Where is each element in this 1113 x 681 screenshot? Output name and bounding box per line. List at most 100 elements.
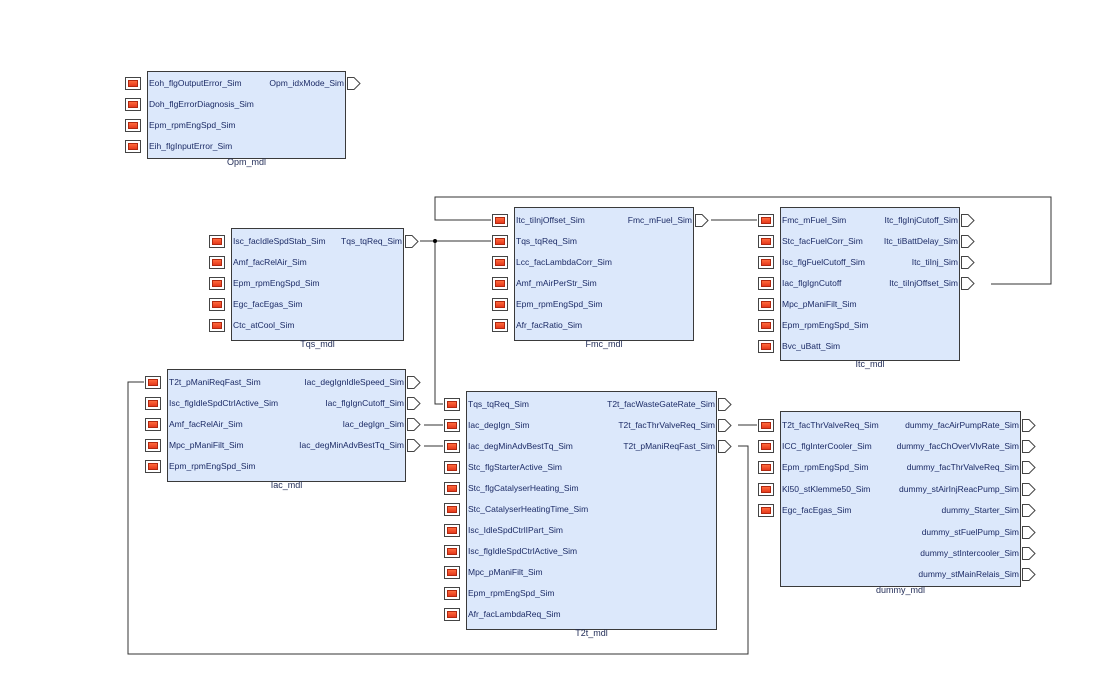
output-label-iac: Iac_degMinAdvBestTq_Sim	[299, 440, 404, 451]
input-label-t2t: Iac_degIgn_Sim	[468, 420, 529, 431]
outport-itc-2[interactable]	[961, 256, 975, 269]
inport-iac-2[interactable]	[145, 418, 161, 431]
inport-itc-3[interactable]	[758, 277, 774, 290]
inport-fmc-3[interactable]	[492, 277, 508, 290]
output-label-itc: Itc_flgInjCutoff_Sim	[884, 215, 958, 226]
inport-t2t-5[interactable]	[444, 503, 460, 516]
input-label-iac: Epm_rpmEngSpd_Sim	[169, 461, 255, 472]
output-label-t2t: T2t_pManiReqFast_Sim	[623, 441, 715, 452]
outport-itc-0[interactable]	[961, 214, 975, 227]
inport-fmc-4[interactable]	[492, 298, 508, 311]
input-label-t2t: Iac_degMinAdvBestTq_Sim	[468, 441, 573, 452]
outport-tqs-0[interactable]	[405, 235, 419, 248]
input-label-tqs: Ctc_atCool_Sim	[233, 320, 294, 331]
input-label-itc: Fmc_mFuel_Sim	[782, 215, 846, 226]
outport-dummy-4[interactable]	[1022, 504, 1036, 517]
outport-t2t-0[interactable]	[718, 398, 732, 411]
inport-t2t-9[interactable]	[444, 587, 460, 600]
inport-fmc-1[interactable]	[492, 235, 508, 248]
inport-itc-5[interactable]	[758, 319, 774, 332]
block-dummy[interactable]	[780, 411, 1021, 587]
outport-dummy-3[interactable]	[1022, 483, 1036, 496]
inport-iac-1[interactable]	[145, 397, 161, 410]
input-label-opm: Doh_flgErrorDiagnosis_Sim	[149, 99, 254, 110]
inport-t2t-6[interactable]	[444, 524, 460, 537]
inport-iac-3[interactable]	[145, 439, 161, 452]
output-label-iac: Iac_flgIgnCutoff_Sim	[325, 398, 404, 409]
inport-tqs-0[interactable]	[209, 235, 225, 248]
input-label-itc: Stc_facFuelCorr_Sim	[782, 236, 863, 247]
inport-t2t-4[interactable]	[444, 482, 460, 495]
outport-fmc-0[interactable]	[695, 214, 709, 227]
output-label-dummy: dummy_facChOverVlvRate_Sim	[897, 441, 1019, 452]
block-label-t2t: T2t_mdl	[466, 628, 717, 638]
block-label-fmc: Fmc_mdl	[514, 339, 694, 349]
input-label-t2t: Stc_CatalyserHeatingTime_Sim	[468, 504, 588, 515]
outport-dummy-7[interactable]	[1022, 568, 1036, 581]
input-label-iac: Isc_flgIdleSpdCtrlActive_Sim	[169, 398, 278, 409]
inport-tqs-2[interactable]	[209, 277, 225, 290]
inport-iac-0[interactable]	[145, 376, 161, 389]
inport-dummy-0[interactable]	[758, 419, 774, 432]
inport-t2t-0[interactable]	[444, 398, 460, 411]
inport-tqs-1[interactable]	[209, 256, 225, 269]
outport-iac-2[interactable]	[407, 418, 421, 431]
output-label-opm: Opm_idxMode_Sim	[269, 78, 344, 89]
input-label-t2t: Isc_flgIdleSpdCtrlActive_Sim	[468, 546, 577, 557]
inport-tqs-4[interactable]	[209, 319, 225, 332]
inport-t2t-3[interactable]	[444, 461, 460, 474]
output-label-iac: Iac_degIgn_Sim	[343, 419, 404, 430]
input-label-opm: Eih_flgInputError_Sim	[149, 141, 232, 152]
output-label-dummy: dummy_facThrValveReq_Sim	[907, 462, 1019, 473]
inport-tqs-3[interactable]	[209, 298, 225, 311]
inport-itc-1[interactable]	[758, 235, 774, 248]
inport-dummy-1[interactable]	[758, 440, 774, 453]
inport-t2t-7[interactable]	[444, 545, 460, 558]
inport-itc-6[interactable]	[758, 340, 774, 353]
outport-t2t-1[interactable]	[718, 419, 732, 432]
inport-t2t-10[interactable]	[444, 608, 460, 621]
inport-dummy-2[interactable]	[758, 461, 774, 474]
outport-iac-0[interactable]	[407, 376, 421, 389]
wire-junction-dot	[433, 239, 437, 243]
outport-itc-1[interactable]	[961, 235, 975, 248]
inport-opm-1[interactable]	[125, 98, 141, 111]
output-label-t2t: T2t_facThrValveReq_Sim	[618, 420, 715, 431]
input-label-tqs: Epm_rpmEngSpd_Sim	[233, 278, 319, 289]
input-label-t2t: Stc_flgCatalyserHeating_Sim	[468, 483, 579, 494]
outport-itc-3[interactable]	[961, 277, 975, 290]
output-label-t2t: T2t_facWasteGateRate_Sim	[607, 399, 715, 410]
inport-dummy-4[interactable]	[758, 504, 774, 517]
inport-itc-2[interactable]	[758, 256, 774, 269]
input-label-fmc: Tqs_tqReq_Sim	[516, 236, 577, 247]
inport-itc-0[interactable]	[758, 214, 774, 227]
input-label-fmc: Amf_mAirPerStr_Sim	[516, 278, 597, 289]
outport-opm-0[interactable]	[347, 77, 361, 90]
inport-fmc-2[interactable]	[492, 256, 508, 269]
inport-dummy-3[interactable]	[758, 483, 774, 496]
inport-t2t-8[interactable]	[444, 566, 460, 579]
outport-t2t-2[interactable]	[718, 440, 732, 453]
outport-iac-1[interactable]	[407, 397, 421, 410]
outport-dummy-2[interactable]	[1022, 461, 1036, 474]
inport-fmc-5[interactable]	[492, 319, 508, 332]
input-label-dummy: T2t_facThrValveReq_Sim	[782, 420, 879, 431]
inport-t2t-1[interactable]	[444, 419, 460, 432]
input-label-opm: Epm_rpmEngSpd_Sim	[149, 120, 235, 131]
outport-dummy-0[interactable]	[1022, 419, 1036, 432]
inport-opm-2[interactable]	[125, 119, 141, 132]
input-label-t2t: Stc_flgStarterActive_Sim	[468, 462, 562, 473]
inport-t2t-2[interactable]	[444, 440, 460, 453]
input-label-itc: Bvc_uBatt_Sim	[782, 341, 840, 352]
outport-dummy-5[interactable]	[1022, 526, 1036, 539]
input-label-iac: Amf_facRelAir_Sim	[169, 419, 243, 430]
inport-opm-3[interactable]	[125, 140, 141, 153]
inport-fmc-0[interactable]	[492, 214, 508, 227]
outport-dummy-1[interactable]	[1022, 440, 1036, 453]
outport-dummy-6[interactable]	[1022, 547, 1036, 560]
inport-itc-4[interactable]	[758, 298, 774, 311]
output-label-dummy: dummy_stFuelPump_Sim	[922, 527, 1019, 538]
inport-iac-4[interactable]	[145, 460, 161, 473]
outport-iac-3[interactable]	[407, 439, 421, 452]
inport-opm-0[interactable]	[125, 77, 141, 90]
